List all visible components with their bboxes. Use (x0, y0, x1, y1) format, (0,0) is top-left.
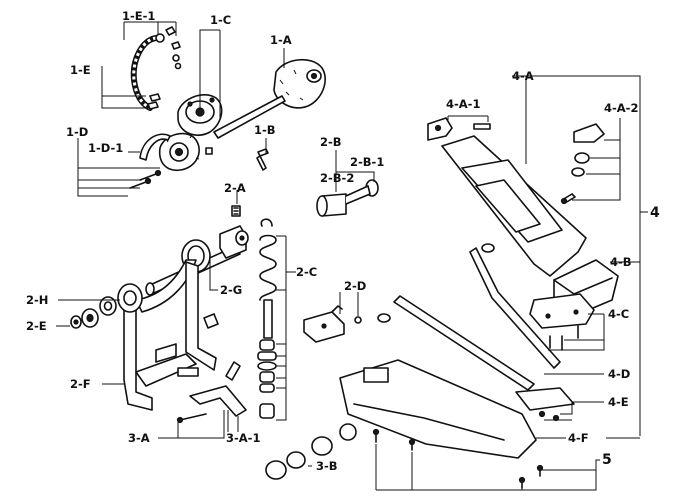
sprocket-ring (139, 133, 171, 161)
label-5: 5 (602, 452, 612, 468)
label-2-b-1: 2-B-1 (350, 155, 384, 169)
label-3-b: 3-B (316, 459, 338, 473)
sprocket (158, 132, 200, 172)
plate-4e (515, 387, 575, 411)
bearing-2h (99, 283, 143, 316)
label-4-a-2: 4-A-2 (604, 101, 638, 115)
label-2-e: 2-E (26, 319, 47, 333)
pedal-frame (123, 259, 219, 411)
washer-nut-2e (70, 308, 99, 329)
label-1-d: 1-D (66, 125, 88, 139)
heel-assembly (176, 361, 357, 480)
spring-hook-block (219, 225, 249, 259)
label-2-b: 2-B (320, 135, 342, 149)
label-3-a: 3-A (128, 431, 150, 445)
part-labels: 1-E-1 1-C 1-A 1-E 1-B 1-D 1-D-1 2-B 2-B-… (26, 9, 660, 473)
sprocket-screws (129, 169, 162, 189)
label-4-f: 4-F (568, 431, 589, 445)
frame-assembly (70, 179, 379, 419)
label-4: 4 (650, 205, 660, 221)
label-3-a-1: 3-A-1 (226, 431, 260, 445)
label-2-a: 2-A (224, 181, 246, 195)
spring-clip-2d (303, 305, 362, 343)
hub-screws (205, 147, 269, 171)
label-2-f: 2-F (70, 377, 91, 391)
label-4-a: 4-A (512, 69, 534, 83)
axle-end (145, 282, 155, 296)
label-2-c: 2-C (296, 265, 317, 279)
label-1-e: 1-E (70, 63, 91, 77)
toe-clamp (427, 117, 491, 141)
baseplate-screws (372, 428, 544, 489)
washer (481, 243, 495, 253)
connecting-rod (393, 247, 561, 391)
drive-chain (130, 33, 165, 111)
label-1-d-1: 1-D-1 (88, 141, 123, 155)
beater-shaft (213, 95, 286, 139)
footboard-assembly (339, 117, 619, 489)
label-4-a-1: 4-A-1 (446, 97, 480, 111)
spring-hardware-stack (257, 339, 277, 419)
set-screw-2a (231, 205, 241, 217)
heel-caps-3b (265, 423, 357, 480)
label-2-g: 2-G (220, 283, 242, 297)
label-2-b-2: 2-B-2 (320, 171, 354, 185)
heel-pin-3a1 (225, 361, 241, 381)
beater-assembly (129, 26, 326, 189)
label-1-e-1: 1-E-1 (122, 9, 155, 23)
cam-hub (177, 94, 223, 136)
label-4-d: 4-D (608, 367, 630, 381)
footboard (441, 135, 587, 277)
chain-link-parts (147, 26, 182, 110)
label-4-e: 4-E (608, 395, 629, 409)
label-4-c: 4-C (608, 307, 629, 321)
return-spring (259, 218, 277, 339)
label-2-d: 2-D (344, 279, 366, 293)
stop-bolt-2b (316, 179, 379, 217)
heel-hinge-3a (189, 385, 247, 417)
toe-hardware (560, 123, 605, 205)
label-2-h: 2-H (26, 293, 48, 307)
label-1-b: 1-B (254, 123, 276, 137)
label-1-a: 1-A (270, 33, 292, 47)
label-1-c: 1-C (210, 13, 231, 27)
label-4-b: 4-B (610, 255, 632, 269)
leader-lines (56, 21, 648, 491)
hinge-plate (529, 293, 595, 351)
baseplate (339, 359, 537, 459)
